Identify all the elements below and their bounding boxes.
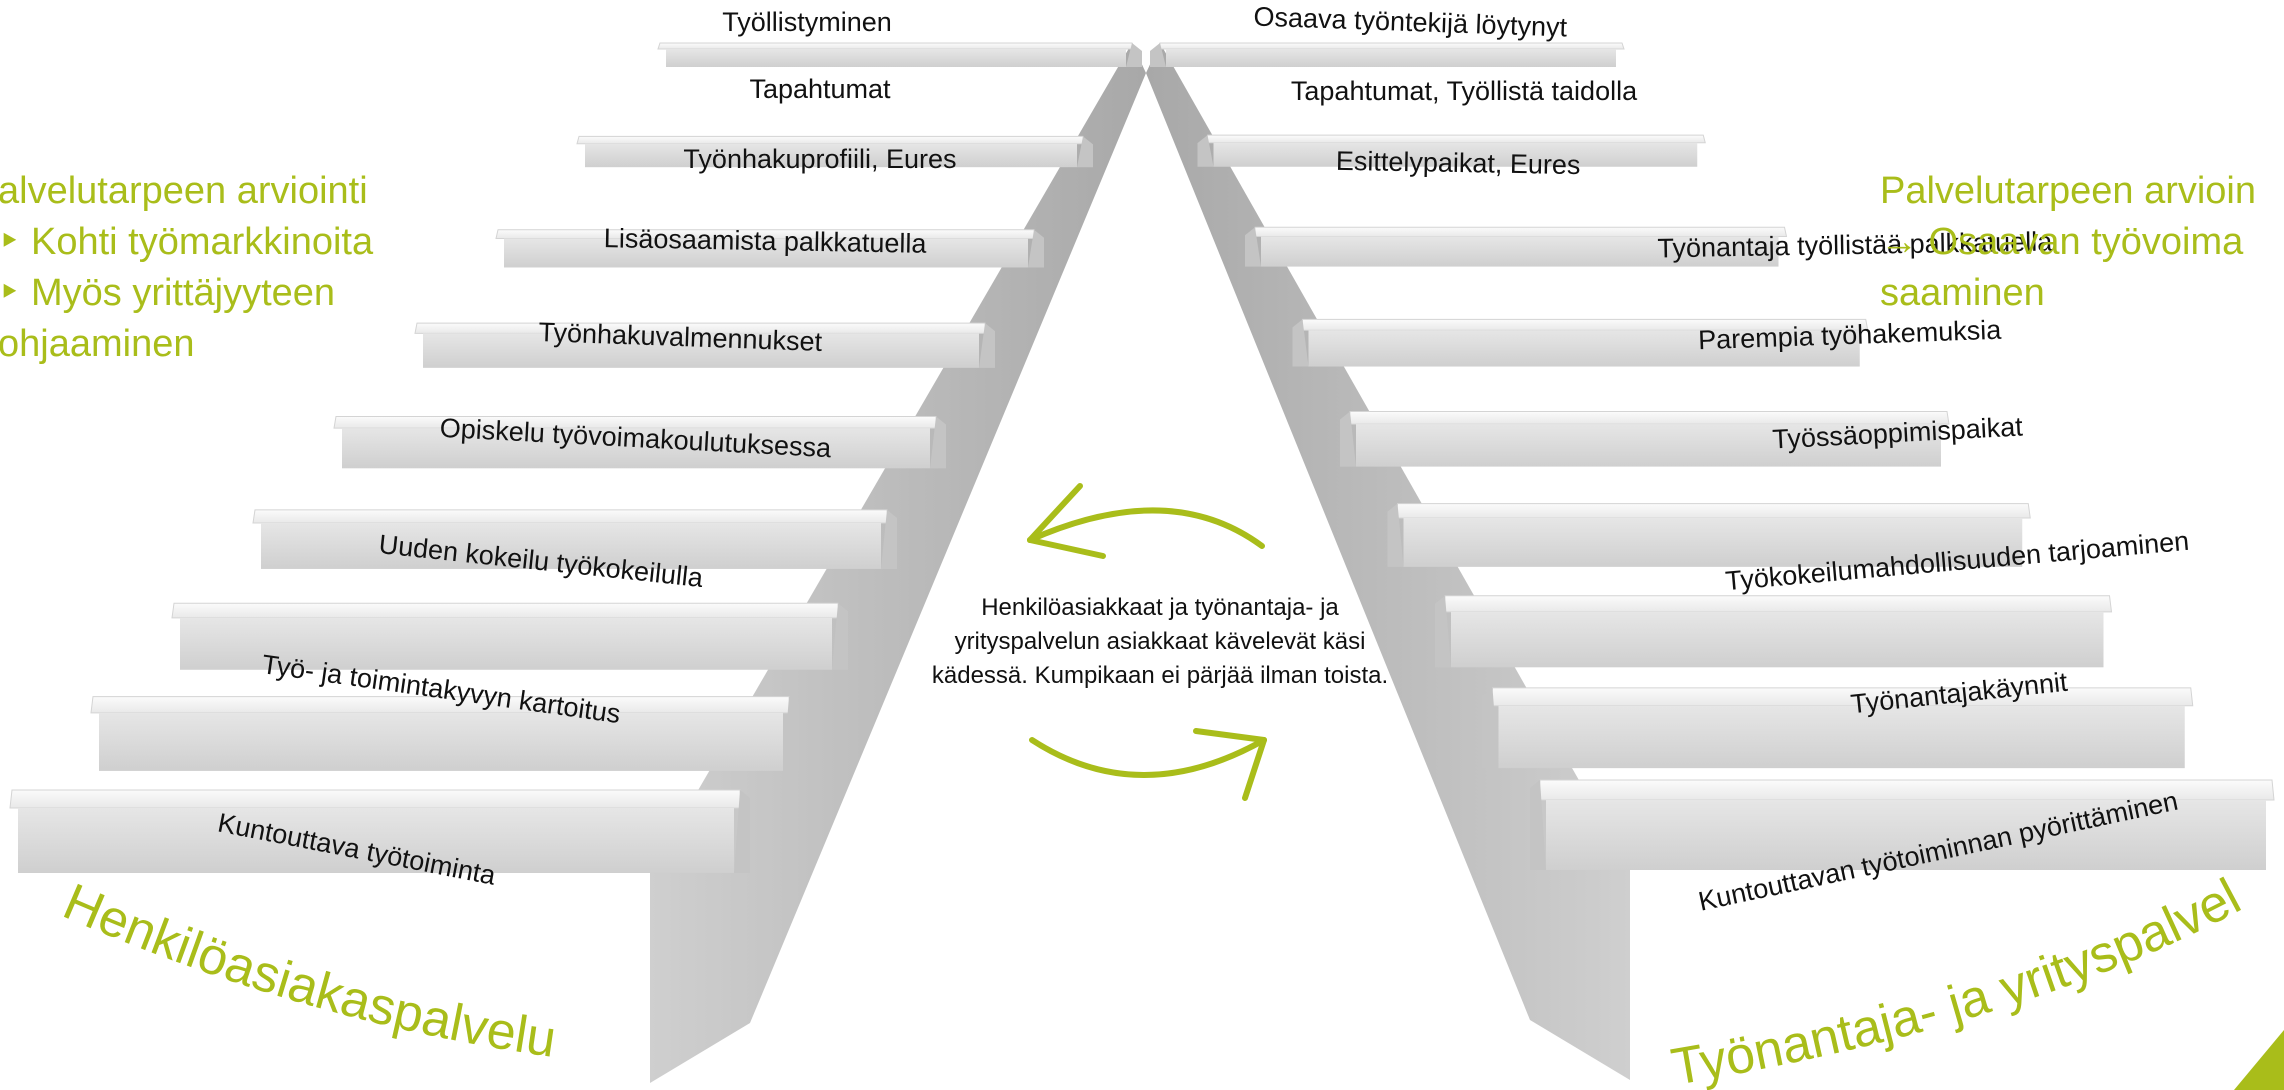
- cycle-arrow-right-icon: [1029, 728, 1267, 801]
- left-panel-line: ‣ Myös yrittäjyyteen: [0, 272, 336, 314]
- left-step-4: [252, 509, 897, 569]
- center-note-line: yrityspalvelun asiakkaat kävelevät käsi: [954, 628, 1366, 655]
- left-stringer: [650, 43, 1146, 1083]
- right-step-3: [1435, 595, 2113, 668]
- center-note: Henkilöasiakkaat ja työnantaja- ja yrity…: [880, 591, 1440, 693]
- left-step-8: [576, 135, 1093, 168]
- right-panel-line: Palvelutarpeen arvioin: [1880, 170, 2257, 212]
- left-step-9: [657, 42, 1142, 67]
- left-step-5: [333, 416, 946, 469]
- right-panel-line: saaminen: [1880, 272, 2045, 314]
- left-step-label-8: Tapahtumat: [749, 74, 891, 104]
- left-step-label-9: Työllistyminen: [722, 7, 892, 37]
- right-step-9: [1150, 42, 1625, 67]
- right-step-4: [1387, 503, 2031, 567]
- left-panel-line: alvelutarpeen arviointi: [0, 170, 368, 212]
- left-step-label-6: Lisäosaamista palkkatuella: [604, 223, 928, 259]
- left-panel: alvelutarpeen arviointi ‣ Kohti työmarkk…: [0, 166, 373, 370]
- left-panel-line: ohjaaminen: [0, 323, 195, 365]
- center-note-line: Henkilöasiakkaat ja työnantaja- ja: [981, 594, 1339, 621]
- right-step-6: [1292, 318, 1869, 367]
- left-step-6: [414, 322, 995, 368]
- left-step-3: [171, 602, 848, 670]
- corner-accent: [2234, 1030, 2284, 1090]
- right-step-2: [1482, 687, 2194, 769]
- left-step-1: [9, 789, 750, 873]
- center-note-line: kädessä. Kumpikaan ei pärjää ilman toist…: [931, 662, 1389, 689]
- right-step-label-6: Työnantaja työllistää palkkatuella: [1657, 227, 2053, 264]
- cycle-arrow-left-icon: [1027, 483, 1265, 559]
- right-step-8: [1197, 134, 1706, 167]
- left-panel-line: ‣ Kohti työmarkkinoita: [0, 221, 374, 263]
- right-step-label-9: Osaava työntekijä löytynyt: [1253, 2, 1568, 43]
- right-panel: Palvelutarpeen arvioin → Osaavan työvoim…: [1880, 166, 2256, 319]
- left-step-7: [495, 229, 1044, 268]
- left-step-2: [90, 696, 799, 771]
- left-step-label-7: Työnhakuprofiili, Eures: [683, 144, 956, 174]
- right-panel-line: → Osaavan työvoima: [1880, 221, 2244, 263]
- right-step-5: [1340, 411, 1950, 467]
- right-step-1: [1530, 779, 2275, 870]
- right-step-label-7: Esittelypaikat, Eures: [1336, 146, 1581, 180]
- right-step-7: [1245, 226, 1788, 267]
- right-step-label-8: Tapahtumat, Työllistä taidolla: [1291, 76, 1638, 106]
